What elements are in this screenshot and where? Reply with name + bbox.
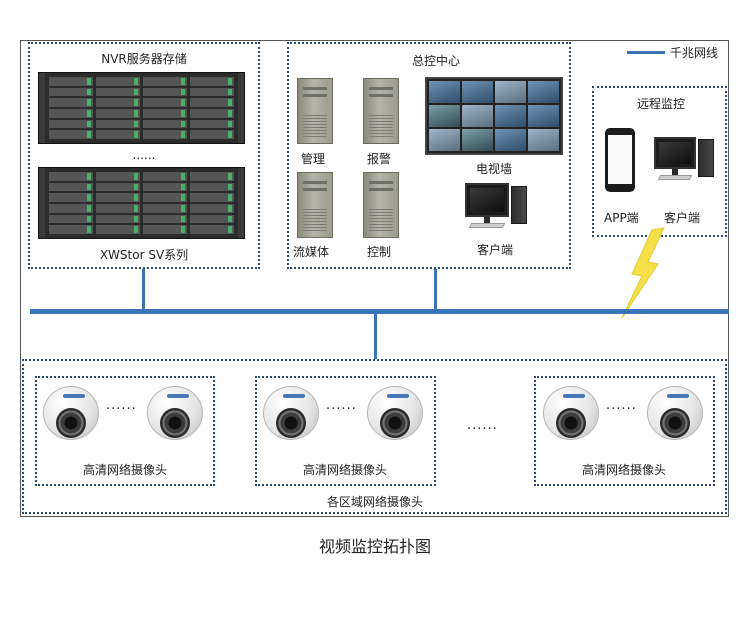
camera-group-2 [255, 376, 436, 486]
streaming-server-icon [297, 172, 333, 238]
camera-zone-box [22, 359, 727, 514]
control-server-icon [363, 172, 399, 238]
diagram-frame [20, 40, 729, 517]
dome-camera-icon [543, 386, 599, 444]
camera-group-1 [35, 376, 215, 486]
server-label-streaming: 流媒体 [293, 245, 330, 259]
nvr-server-rack-2 [38, 167, 245, 239]
video-wall-icon [425, 77, 563, 155]
nvr-ellipsis: ...... [132, 148, 156, 162]
video-wall-label: 电视墙 [475, 162, 513, 176]
dome-camera-icon [43, 386, 99, 444]
remote-client-label: 客户端 [664, 211, 701, 225]
camera-group-1-dots: ...... [106, 398, 137, 413]
camera-group-2-dots: ...... [326, 398, 357, 413]
nvr-storage-box [28, 42, 260, 269]
camera-group-3-label: 高清网络摄像头 [581, 463, 667, 477]
server-label-alarm: 报警 [367, 152, 392, 166]
nvr-server-rack-1 [38, 72, 245, 144]
nvr-title: NVR服务器存储 [101, 52, 187, 66]
server-label-control: 控制 [367, 245, 392, 259]
dome-camera-icon [263, 386, 319, 444]
dome-camera-icon [147, 386, 203, 444]
between-groups-dots: ...... [467, 418, 498, 433]
camera-zone-uplink [374, 313, 377, 359]
camera-zone-label: 各区域网络摄像头 [326, 495, 424, 509]
alarm-server-icon [363, 78, 399, 144]
nvr-series-label: XWStor SV系列 [99, 248, 189, 262]
nvr-uplink [142, 269, 145, 310]
dome-camera-icon [647, 386, 703, 444]
camera-group-1-label: 高清网络摄像头 [82, 463, 168, 477]
control-client-label: 客户端 [476, 243, 514, 257]
network-backbone [30, 309, 729, 314]
remote-title: 远程监控 [636, 97, 686, 111]
camera-group-3 [534, 376, 715, 486]
management-server-icon [297, 78, 333, 144]
diagram-caption: 视频监控拓扑图 [318, 537, 431, 556]
camera-group-2-label: 高清网络摄像头 [302, 463, 388, 477]
dome-camera-icon [367, 386, 423, 444]
control-center-title: 总控中心 [411, 54, 461, 68]
mobile-phone-icon [605, 128, 635, 192]
camera-group-3-dots: ...... [606, 398, 637, 413]
server-label-management: 管理 [301, 152, 326, 166]
wireless-lightning-icon [621, 227, 665, 319]
legend-label: 千兆网线 [670, 46, 719, 60]
control-center-uplink [434, 269, 437, 310]
control-center-box [287, 42, 571, 269]
remote-app-label: APP端 [604, 211, 639, 225]
legend-gigabit-line [627, 51, 665, 54]
